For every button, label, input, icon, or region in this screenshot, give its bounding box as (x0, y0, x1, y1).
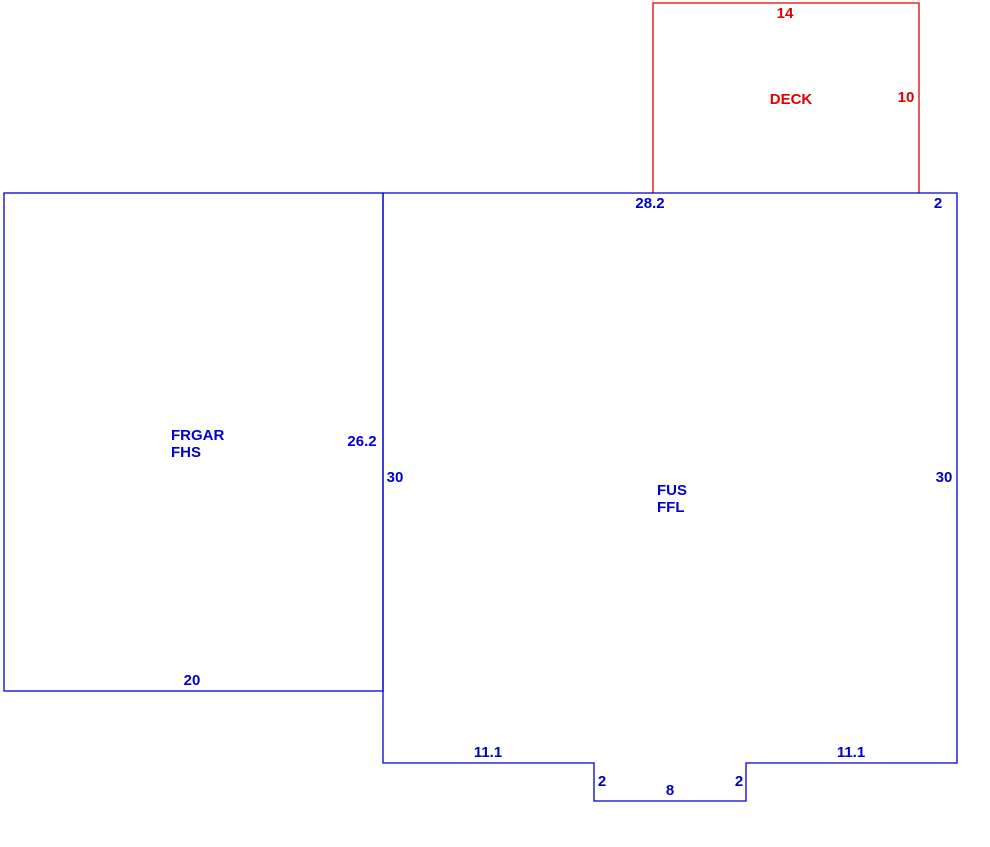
deck-area-label: DECK (770, 91, 813, 108)
house-right-dimension: 30 (936, 469, 953, 486)
deck-width-label: 14 (777, 5, 794, 22)
garage-right-dimension: 26.2 (347, 433, 376, 450)
garage-bottom-dimension: 20 (184, 672, 201, 689)
house-top-right-dimension: 2 (934, 195, 942, 212)
deck-depth-label: 10 (898, 89, 915, 106)
house-bottom-left-dimension: 11.1 (474, 744, 502, 761)
house-outline (382, 192, 958, 802)
bump-bottom-dimension: 8 (666, 782, 674, 799)
house-top-dimension: 28.2 (635, 195, 664, 212)
garage-code-line2: FHS (171, 444, 201, 461)
house-left-dimension: 30 (387, 469, 404, 486)
garage-code-line1: FRGAR (171, 427, 224, 444)
bump-left-dimension: 2 (598, 773, 606, 790)
house-code-line2: FFL (657, 499, 685, 516)
house-code-line1: FUS (657, 482, 687, 499)
house-bottom-right-dimension: 11.1 (837, 744, 865, 761)
deck-outline (652, 2, 920, 193)
bump-right-dimension: 2 (735, 773, 743, 790)
